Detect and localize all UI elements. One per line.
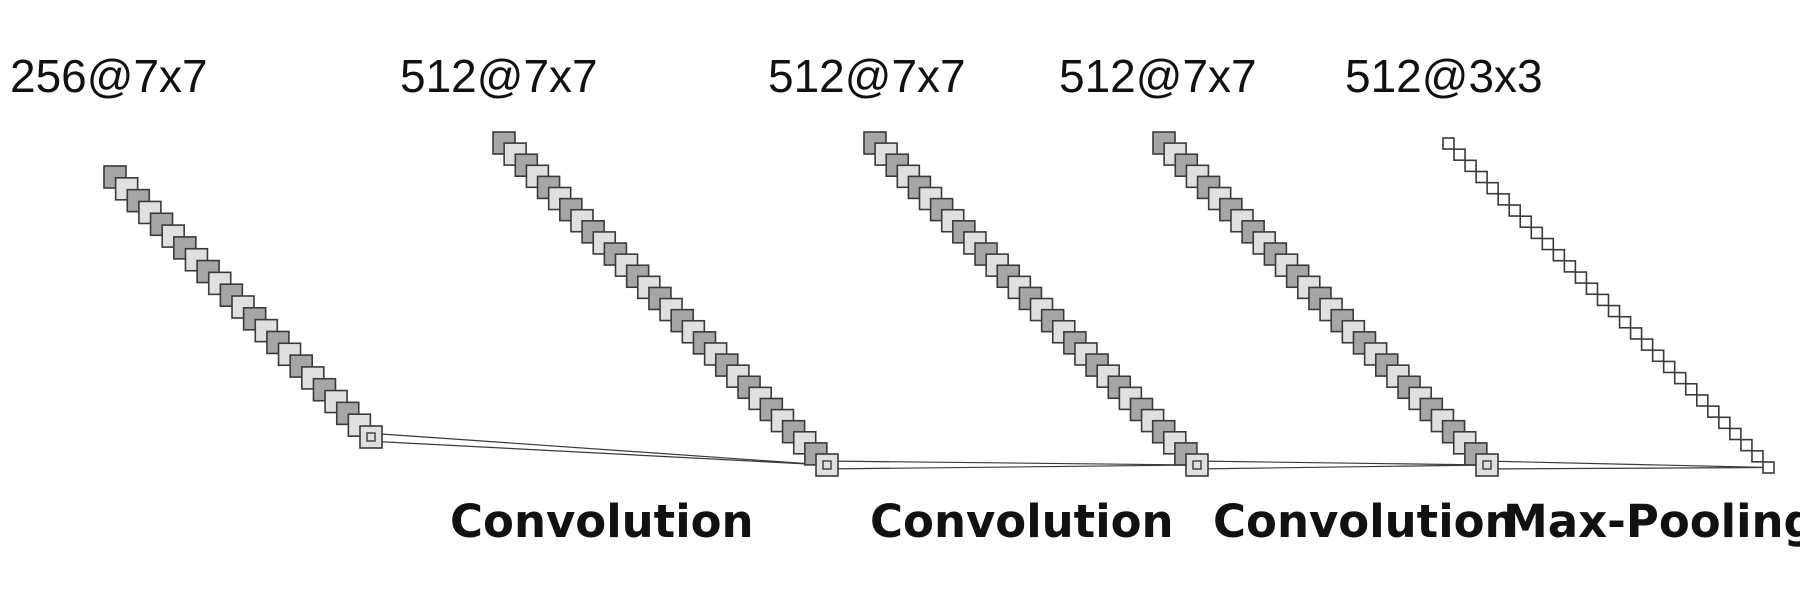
feature-map bbox=[1541, 237, 1555, 251]
feature-map bbox=[1684, 382, 1698, 396]
feature-map bbox=[1497, 193, 1510, 206]
feature-map bbox=[1453, 148, 1466, 161]
feature-map bbox=[1762, 461, 1775, 474]
feature-map-stack-3 bbox=[863, 131, 1209, 477]
feature-map bbox=[1508, 204, 1522, 217]
feature-map-stack-1 bbox=[103, 165, 383, 449]
feature-map bbox=[815, 453, 839, 477]
connection-line bbox=[366, 432, 828, 466]
layer-label-4: 512@7x7 bbox=[1059, 50, 1257, 102]
layer-label-5: 512@3x3 bbox=[1345, 50, 1543, 102]
feature-map bbox=[1751, 450, 1764, 463]
feature-map bbox=[1519, 215, 1533, 229]
feature-map bbox=[1185, 453, 1209, 477]
connection-lines bbox=[366, 432, 1769, 470]
feature-map bbox=[1729, 427, 1742, 441]
feature-map-stack-5 bbox=[1442, 137, 1775, 474]
operation-label-2: Convolution bbox=[870, 495, 1174, 548]
kernel-window bbox=[366, 432, 376, 442]
connection-line bbox=[1192, 464, 1488, 470]
feature-map bbox=[1718, 416, 1731, 430]
feature-map bbox=[1574, 271, 1588, 284]
feature-map bbox=[1464, 159, 1477, 173]
feature-map bbox=[1530, 226, 1544, 240]
operation-label-3: Convolution bbox=[1213, 495, 1517, 548]
connection-line bbox=[1482, 466, 1769, 470]
operation-label-4: Max-Pooling bbox=[1503, 495, 1800, 548]
operation-label-1: Convolution bbox=[450, 495, 754, 548]
layer-label-1: 256@7x7 bbox=[10, 50, 208, 102]
feature-map-stack-4 bbox=[1152, 131, 1499, 477]
connection-line bbox=[822, 460, 1198, 466]
layer-label-2: 512@7x7 bbox=[400, 50, 598, 102]
feature-map bbox=[1695, 394, 1709, 407]
feature-map bbox=[1563, 260, 1577, 273]
feature-map bbox=[1662, 360, 1676, 374]
feature-map bbox=[1618, 315, 1632, 329]
feature-map bbox=[1607, 304, 1621, 318]
feature-map bbox=[1585, 282, 1599, 296]
kernel-window bbox=[1482, 460, 1492, 470]
feature-map bbox=[1596, 293, 1610, 307]
connection-line bbox=[822, 464, 1198, 470]
feature-map-stack-2 bbox=[492, 131, 839, 477]
layer-label-3: 512@7x7 bbox=[768, 50, 966, 102]
feature-map bbox=[1673, 371, 1687, 385]
feature-map bbox=[1475, 170, 1488, 184]
feature-map-stacks bbox=[103, 131, 1775, 477]
kernel-window bbox=[1192, 460, 1202, 470]
feature-map bbox=[1486, 181, 1499, 195]
feature-map bbox=[1475, 453, 1499, 477]
feature-map bbox=[1442, 137, 1455, 150]
feature-map bbox=[1640, 338, 1654, 351]
feature-map bbox=[359, 425, 383, 449]
kernel-window bbox=[822, 460, 832, 470]
feature-map bbox=[1707, 405, 1720, 418]
connection-line bbox=[1192, 460, 1488, 466]
feature-map bbox=[1651, 349, 1665, 363]
feature-map bbox=[1552, 248, 1566, 262]
connection-line bbox=[1482, 460, 1769, 469]
connection-line bbox=[366, 440, 828, 466]
feature-map bbox=[1740, 438, 1753, 452]
feature-map bbox=[1629, 327, 1643, 340]
